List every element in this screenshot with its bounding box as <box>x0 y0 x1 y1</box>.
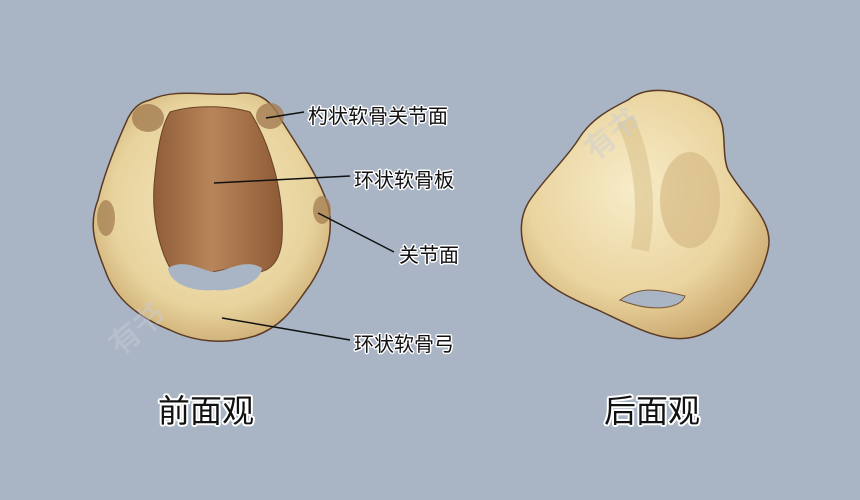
caption-front-view: 前面观 <box>158 392 255 430</box>
label-arytenoid-articular-facet: 杓状软骨关节面 <box>308 104 448 128</box>
label-cricoid-arch: 环状软骨弓 <box>354 332 454 356</box>
label-articular-facet: 关节面 <box>399 243 459 267</box>
caption-back-view: 后面观 <box>604 392 701 430</box>
label-cricoid-lamina: 环状软骨板 <box>354 168 454 192</box>
